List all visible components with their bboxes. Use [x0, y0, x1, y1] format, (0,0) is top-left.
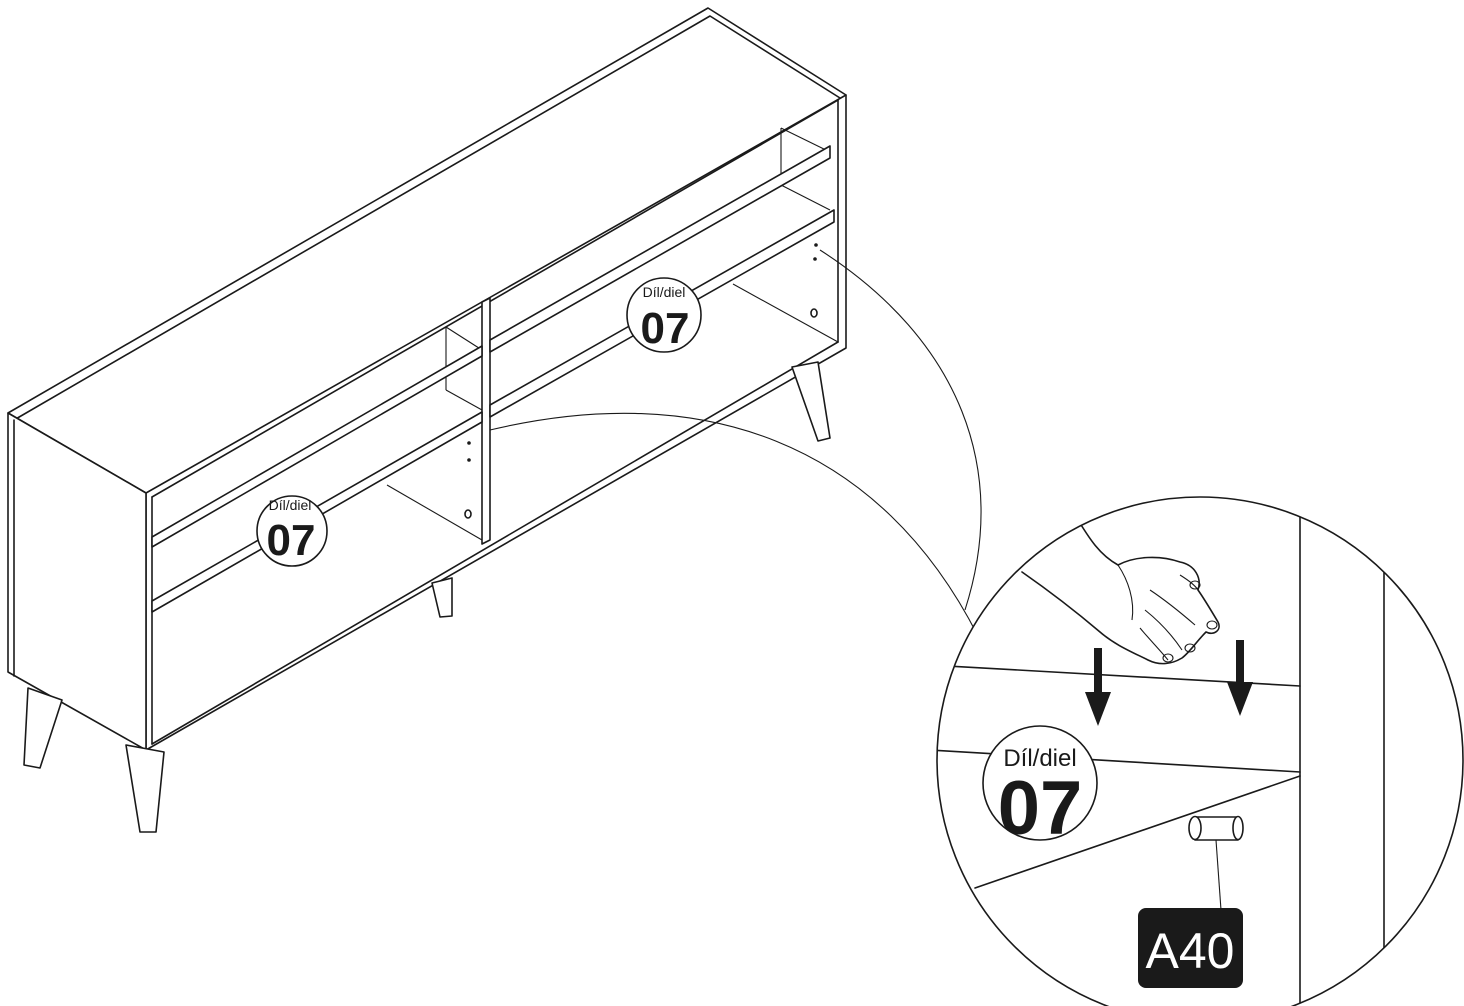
part-label-zoom: Díl/diel 07: [982, 725, 1098, 851]
leg-right: [791, 361, 831, 442]
part-label-right: Díl/diel 07: [626, 277, 702, 353]
part-label-left-number: 07: [267, 516, 316, 565]
leg-left-front: [23, 687, 63, 769]
hand-icon: [1021, 514, 1220, 665]
arrow-down-icon: [1085, 648, 1111, 726]
part-label-left-prefix: Díl/diel: [269, 497, 312, 513]
leg-front: [125, 744, 165, 833]
fitting-code-text: A40: [1146, 923, 1235, 979]
cabinet-divider: [481, 297, 491, 545]
shelf-pin-holes: [464, 243, 818, 519]
part-label-zoom-prefix: Díl/diel: [1003, 745, 1076, 772]
zoom-leader-lines: [489, 249, 982, 641]
arrow-down-icon: [1227, 640, 1253, 716]
shelf-right-upper: [489, 145, 831, 353]
zoom-detail: Díl/diel 07 A40: [936, 496, 1464, 1006]
shelf-pin-icon: [1188, 815, 1244, 911]
leg-middle: [431, 577, 453, 618]
shelf-left-upper: [151, 345, 483, 548]
fitting-code-badge: A40: [1138, 908, 1243, 988]
part-label-zoom-number: 07: [998, 766, 1083, 851]
part-label-left: Díl/diel 07: [256, 495, 328, 567]
cabinet-legs: [23, 361, 831, 833]
part-label-right-number: 07: [641, 304, 690, 353]
part-label-right-prefix: Díl/diel: [643, 284, 686, 300]
sideboard-cabinet: [7, 7, 847, 833]
